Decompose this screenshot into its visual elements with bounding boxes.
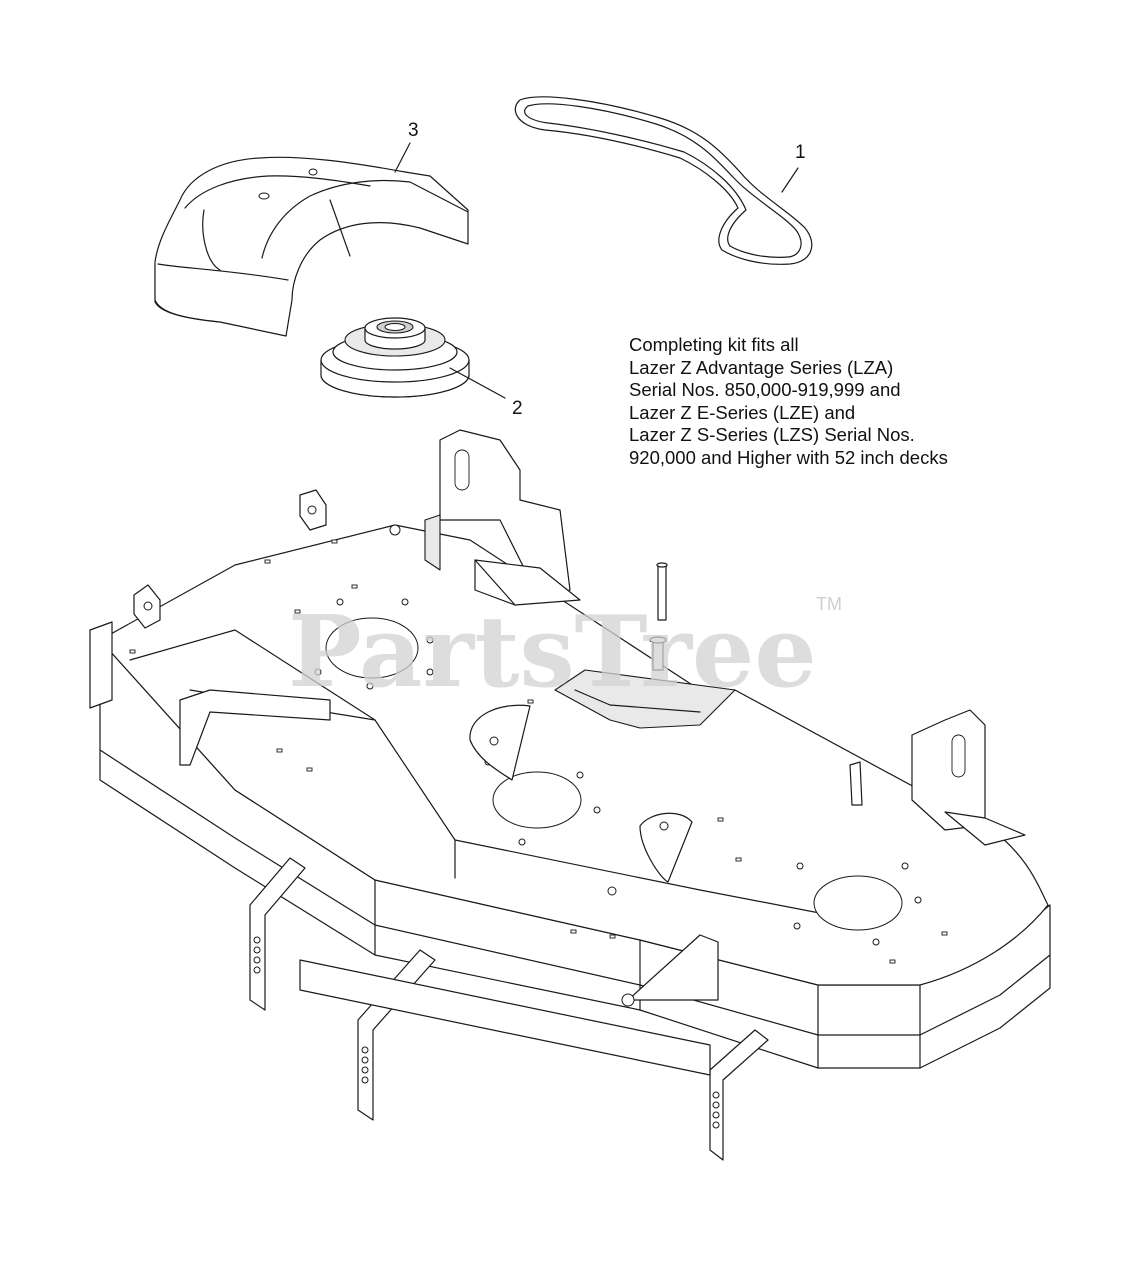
- leader-line-1: [781, 167, 799, 193]
- note-line: Serial Nos. 850,000-919,999 and: [629, 379, 901, 400]
- note-line: 920,000 and Higher with 52 inch decks: [629, 446, 948, 468]
- callout-1[interactable]: 1: [795, 142, 806, 163]
- note-line: Lazer Z S-Series (LZS) Serial Nos.: [629, 424, 915, 445]
- mower-deck: [89, 429, 1051, 1161]
- note-line: Lazer Z Advantage Series (LZA): [629, 356, 894, 378]
- leader-line-3: [394, 142, 411, 173]
- compatibility-note: Completing kit fits all Lazer Z Advantag…: [629, 334, 1069, 469]
- svg-text:PartsTree: PartsTree: [288, 595, 817, 710]
- belt-cover-part-3[interactable]: [154, 156, 469, 337]
- note-line: Lazer Z E-Series (LZE) and: [629, 401, 856, 423]
- leader-line-2: [449, 367, 506, 399]
- svg-text:TM: TM: [816, 594, 842, 614]
- watermark: PartsTree TM: [288, 594, 842, 710]
- pulley-part-2[interactable]: [320, 317, 470, 398]
- callout-2[interactable]: 2: [512, 398, 523, 419]
- belt-part-1[interactable]: [514, 96, 813, 265]
- callout-3[interactable]: 3: [408, 120, 419, 141]
- note-line: Completing kit fits all: [629, 334, 799, 355]
